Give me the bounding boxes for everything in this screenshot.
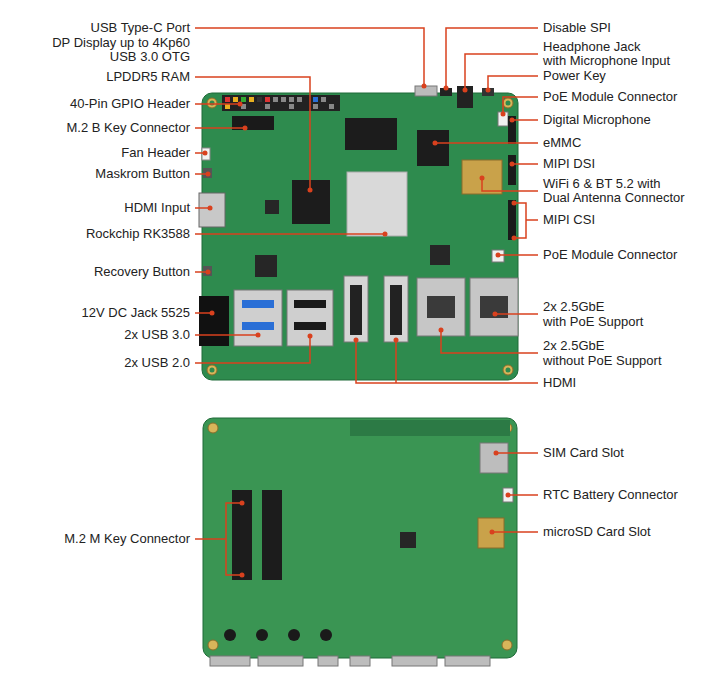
part-label: Headphone Jack bbox=[543, 39, 641, 55]
part-label: MIPI DSI bbox=[543, 156, 595, 172]
part-label: with Microphone Input bbox=[543, 53, 670, 69]
part-label: HDMI Input bbox=[124, 200, 190, 216]
part-label: Digital Microphone bbox=[543, 112, 651, 128]
part-label: M.2 M Key Connector bbox=[64, 531, 190, 547]
part-label: 2x 2.5GbE bbox=[543, 338, 604, 354]
part-label: 2x USB 3.0 bbox=[124, 327, 190, 343]
leader-lines bbox=[195, 28, 538, 575]
part-label: 2x 2.5GbE bbox=[543, 299, 604, 315]
part-label: HDMI bbox=[543, 375, 576, 391]
part-label: USB Type-C Port bbox=[91, 20, 190, 36]
part-label: LPDDR5 RAM bbox=[106, 69, 190, 85]
part-label: Maskrom Button bbox=[95, 166, 190, 182]
part-label: Disable SPI bbox=[543, 20, 611, 36]
part-label: RTC Battery Connector bbox=[543, 487, 678, 503]
part-label: 12V DC Jack 5525 bbox=[82, 305, 190, 321]
part-label: Dual Antenna Connector bbox=[543, 190, 685, 206]
part-label: M.2 B Key Connector bbox=[66, 120, 190, 136]
part-label: 2x USB 2.0 bbox=[124, 355, 190, 371]
part-label: Power Key bbox=[543, 68, 606, 84]
part-label: with PoE Support bbox=[543, 314, 643, 330]
part-label: microSD Card Slot bbox=[543, 524, 651, 540]
part-label: DP Display up to 4Kp60 bbox=[52, 35, 190, 51]
part-label: 40-Pin GPIO Header bbox=[70, 96, 190, 112]
part-label: Rockchip RK3588 bbox=[86, 226, 190, 242]
part-label: WiFi 6 & BT 5.2 with bbox=[543, 176, 661, 192]
part-label: PoE Module Connector bbox=[543, 247, 677, 263]
part-label: SIM Card Slot bbox=[543, 445, 624, 461]
part-label: without PoE Support bbox=[543, 353, 662, 369]
part-label: MIPI CSI bbox=[543, 212, 595, 228]
part-label: eMMC bbox=[543, 135, 581, 151]
part-label: PoE Module Connector bbox=[543, 89, 677, 105]
part-label: Fan Header bbox=[121, 145, 190, 161]
part-label: USB 3.0 OTG bbox=[110, 49, 190, 65]
part-label: Recovery Button bbox=[94, 264, 190, 280]
